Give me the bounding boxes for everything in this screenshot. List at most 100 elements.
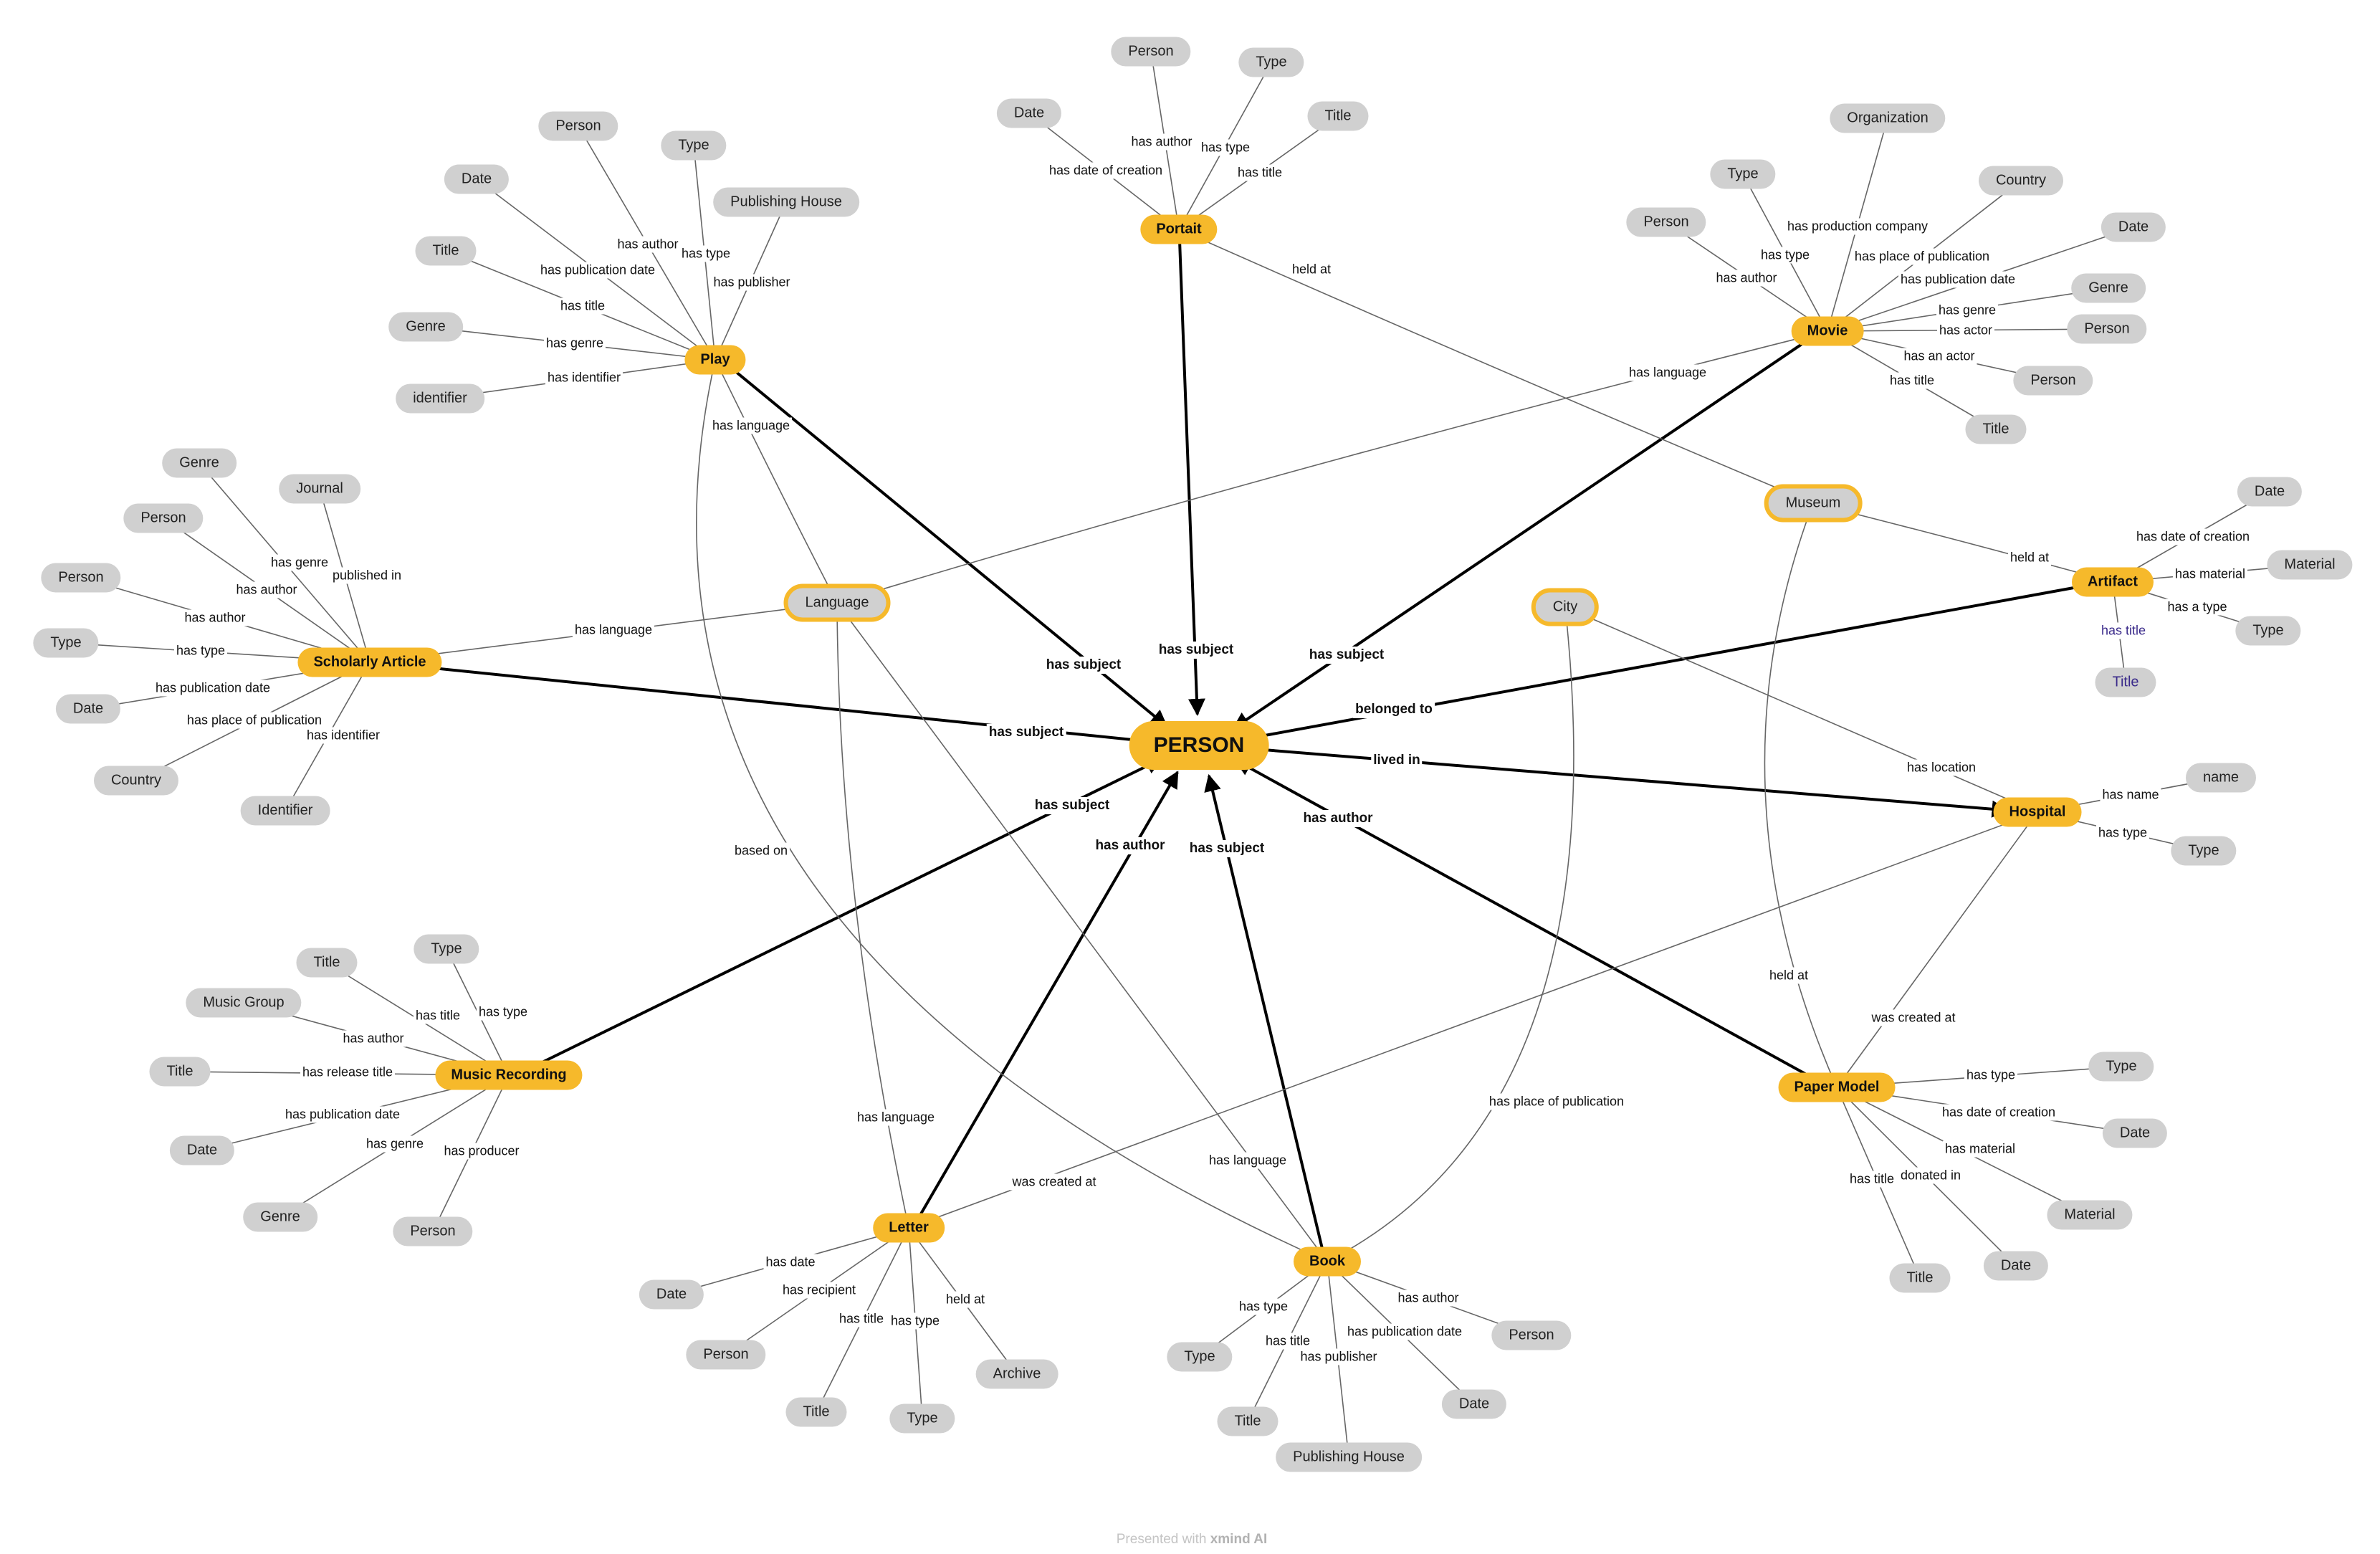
leaf-node-book-pub[interactable]: Publishing House xyxy=(1276,1442,1422,1472)
leaf-node-mov-type[interactable]: Type xyxy=(1710,159,1776,189)
leaf-node-let-archive[interactable]: Archive xyxy=(975,1359,1058,1389)
leaf-node-play-title[interactable]: Title xyxy=(415,236,477,266)
leaf-node-play-type[interactable]: Type xyxy=(661,130,727,161)
leaf-node-mov-title[interactable]: Title xyxy=(1965,414,2027,444)
leaf-node-sa-country[interactable]: Country xyxy=(93,766,179,796)
edge-label: has type xyxy=(1758,247,1812,264)
hub-node-papermodel[interactable]: Paper Model xyxy=(1778,1072,1896,1102)
edge-label: has title xyxy=(2098,622,2149,639)
leaf-node-book-title[interactable]: Title xyxy=(1217,1406,1279,1436)
hub-node-artifact[interactable]: Artifact xyxy=(2071,567,2154,597)
edge-label: has type xyxy=(888,1312,942,1330)
edge-label: has language xyxy=(709,417,793,434)
edge-label: has producer xyxy=(441,1143,522,1160)
edge-book-language xyxy=(836,602,1328,1262)
shared-node-city[interactable]: City xyxy=(1531,588,1600,626)
hub-node-portait[interactable]: Portait xyxy=(1140,214,1218,244)
leaf-node-sa-journal[interactable]: Journal xyxy=(279,474,360,504)
leaf-node-mr-title[interactable]: Title xyxy=(296,948,358,978)
leaf-node-play-date[interactable]: Date xyxy=(444,164,510,194)
shared-node-museum[interactable]: Museum xyxy=(1764,484,1863,523)
edge-label: has date of creation xyxy=(2133,528,2252,545)
edge-label: has type xyxy=(1236,1298,1291,1315)
edge-label: has author xyxy=(234,581,300,599)
leaf-node-mr-date[interactable]: Date xyxy=(169,1135,235,1166)
leaf-node-por-person[interactable]: Person xyxy=(1111,37,1191,67)
hub-node-movie[interactable]: Movie xyxy=(1791,316,1864,346)
edge-papermodel-hospital xyxy=(1836,811,2038,1088)
leaf-node-pm-date2[interactable]: Date xyxy=(1983,1251,2049,1281)
hub-node-scholarly[interactable]: Scholarly Article xyxy=(297,647,442,677)
edge-label: has genre xyxy=(268,554,331,571)
leaf-node-book-type[interactable]: Type xyxy=(1167,1342,1233,1372)
edge-label: has publication date xyxy=(1344,1323,1465,1340)
leaf-node-hos-name[interactable]: name xyxy=(2185,763,2257,793)
leaf-node-mr-genre[interactable]: Genre xyxy=(243,1202,317,1232)
leaf-node-pm-type[interactable]: Type xyxy=(2088,1052,2154,1082)
leaf-node-play-genre[interactable]: Genre xyxy=(388,312,463,342)
edge-portait-museum xyxy=(1178,229,1814,504)
leaf-node-sa-person1[interactable]: Person xyxy=(123,503,204,533)
edge-play-language xyxy=(715,359,838,604)
leaf-node-sa-genre[interactable]: Genre xyxy=(162,448,236,478)
hub-node-music[interactable]: Music Recording xyxy=(435,1060,583,1090)
leaf-node-pm-date1[interactable]: Date xyxy=(2102,1118,2168,1148)
leaf-node-let-type[interactable]: Type xyxy=(889,1403,955,1434)
footer-credit: Presented with xmind AI xyxy=(1117,1532,1268,1548)
leaf-node-mov-actor[interactable]: Person xyxy=(2067,314,2147,344)
shared-node-language[interactable]: Language xyxy=(783,583,891,622)
edge-label: belonged to xyxy=(1353,701,1435,718)
leaf-node-book-date[interactable]: Date xyxy=(1441,1389,1507,1419)
leaf-node-let-title[interactable]: Title xyxy=(785,1397,847,1427)
edge-label: based on xyxy=(732,842,790,859)
leaf-node-let-date[interactable]: Date xyxy=(639,1279,704,1310)
leaf-node-mr-group[interactable]: Music Group xyxy=(186,988,302,1018)
leaf-node-mr-person[interactable]: Person xyxy=(393,1216,473,1246)
leaf-node-mr-reltitle[interactable]: Title xyxy=(149,1057,211,1087)
hub-node-play[interactable]: Play xyxy=(684,345,746,375)
leaf-node-play-ident[interactable]: identifier xyxy=(396,383,484,414)
leaf-node-art-material[interactable]: Material xyxy=(2267,550,2353,580)
leaf-node-book-person[interactable]: Person xyxy=(1491,1320,1572,1350)
edge-label: has identifier xyxy=(304,727,383,744)
edge-label: has identifier xyxy=(545,369,623,386)
leaf-node-mov-genre[interactable]: Genre xyxy=(2071,273,2146,303)
leaf-node-por-date[interactable]: Date xyxy=(996,98,1062,128)
edge-label: held at xyxy=(1289,261,1334,278)
leaf-node-mov-date[interactable]: Date xyxy=(2101,212,2166,242)
edge-label: has type xyxy=(679,245,733,262)
leaf-node-por-type[interactable]: Type xyxy=(1238,47,1304,77)
leaf-node-let-person[interactable]: Person xyxy=(686,1340,766,1370)
leaf-node-pm-material[interactable]: Material xyxy=(2047,1200,2133,1230)
leaf-node-art-date[interactable]: Date xyxy=(2237,477,2303,507)
edge-label: has publication date xyxy=(1898,271,2018,288)
leaf-node-play-person[interactable]: Person xyxy=(538,111,618,141)
edge-label: was created at xyxy=(1869,1009,1958,1026)
leaf-node-sa-ident[interactable]: Identifier xyxy=(240,796,330,826)
leaf-node-mov-org[interactable]: Organization xyxy=(1830,103,1946,133)
leaf-node-art-type[interactable]: Type xyxy=(2235,616,2301,646)
leaf-node-mov-country[interactable]: Country xyxy=(1978,166,2064,196)
hub-node-hospital[interactable]: Hospital xyxy=(1993,797,2082,827)
leaf-node-art-title[interactable]: Title xyxy=(2095,667,2156,697)
central-node-person[interactable]: PERSON xyxy=(1129,721,1269,770)
edge-label: has title xyxy=(413,1007,463,1024)
leaf-node-mr-type[interactable]: Type xyxy=(414,934,479,964)
leaf-node-mov-person[interactable]: Person xyxy=(1626,207,1706,237)
edge-label: has date of creation xyxy=(1046,162,1165,179)
edge-label: has subject xyxy=(1032,797,1112,814)
leaf-node-sa-date[interactable]: Date xyxy=(55,694,121,724)
leaf-node-pm-title[interactable]: Title xyxy=(1889,1263,1951,1293)
leaf-node-por-title[interactable]: Title xyxy=(1307,101,1369,131)
edge-label: has material xyxy=(1942,1140,2018,1158)
leaf-node-sa-person2[interactable]: Person xyxy=(41,563,121,593)
leaf-node-sa-type[interactable]: Type xyxy=(33,628,99,658)
leaf-node-hos-type[interactable]: Type xyxy=(2171,836,2237,866)
leaf-node-play-pub[interactable]: Publishing House xyxy=(713,187,859,217)
footer-brand: xmind AI xyxy=(1210,1532,1268,1547)
hub-node-letter[interactable]: Letter xyxy=(873,1213,945,1243)
hub-node-book[interactable]: Book xyxy=(1294,1246,1361,1277)
footer-prefix: Presented with xyxy=(1116,1532,1207,1547)
leaf-node-mov-actor2[interactable]: Person xyxy=(2013,366,2093,396)
